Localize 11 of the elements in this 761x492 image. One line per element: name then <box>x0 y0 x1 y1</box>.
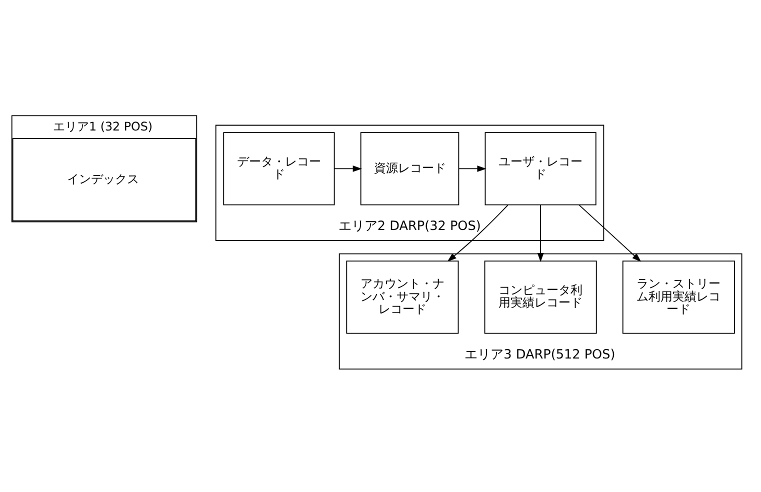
node-box: コンピュータ利用実績レコード <box>484 260 597 334</box>
arrow <box>458 166 486 172</box>
node-box: データ・レコード <box>223 132 335 206</box>
arrow <box>578 204 642 262</box>
arrow <box>334 166 362 172</box>
arrow <box>537 204 544 262</box>
node-box: アカウント・ナンバ・サマリ・レコード <box>346 260 459 334</box>
node-box: ラン・ストリーム利用実績レコード <box>622 260 735 334</box>
node-box: 資源レコード <box>360 132 460 206</box>
node-box: ユーザ・レコード <box>484 132 596 206</box>
arrow <box>447 204 508 262</box>
